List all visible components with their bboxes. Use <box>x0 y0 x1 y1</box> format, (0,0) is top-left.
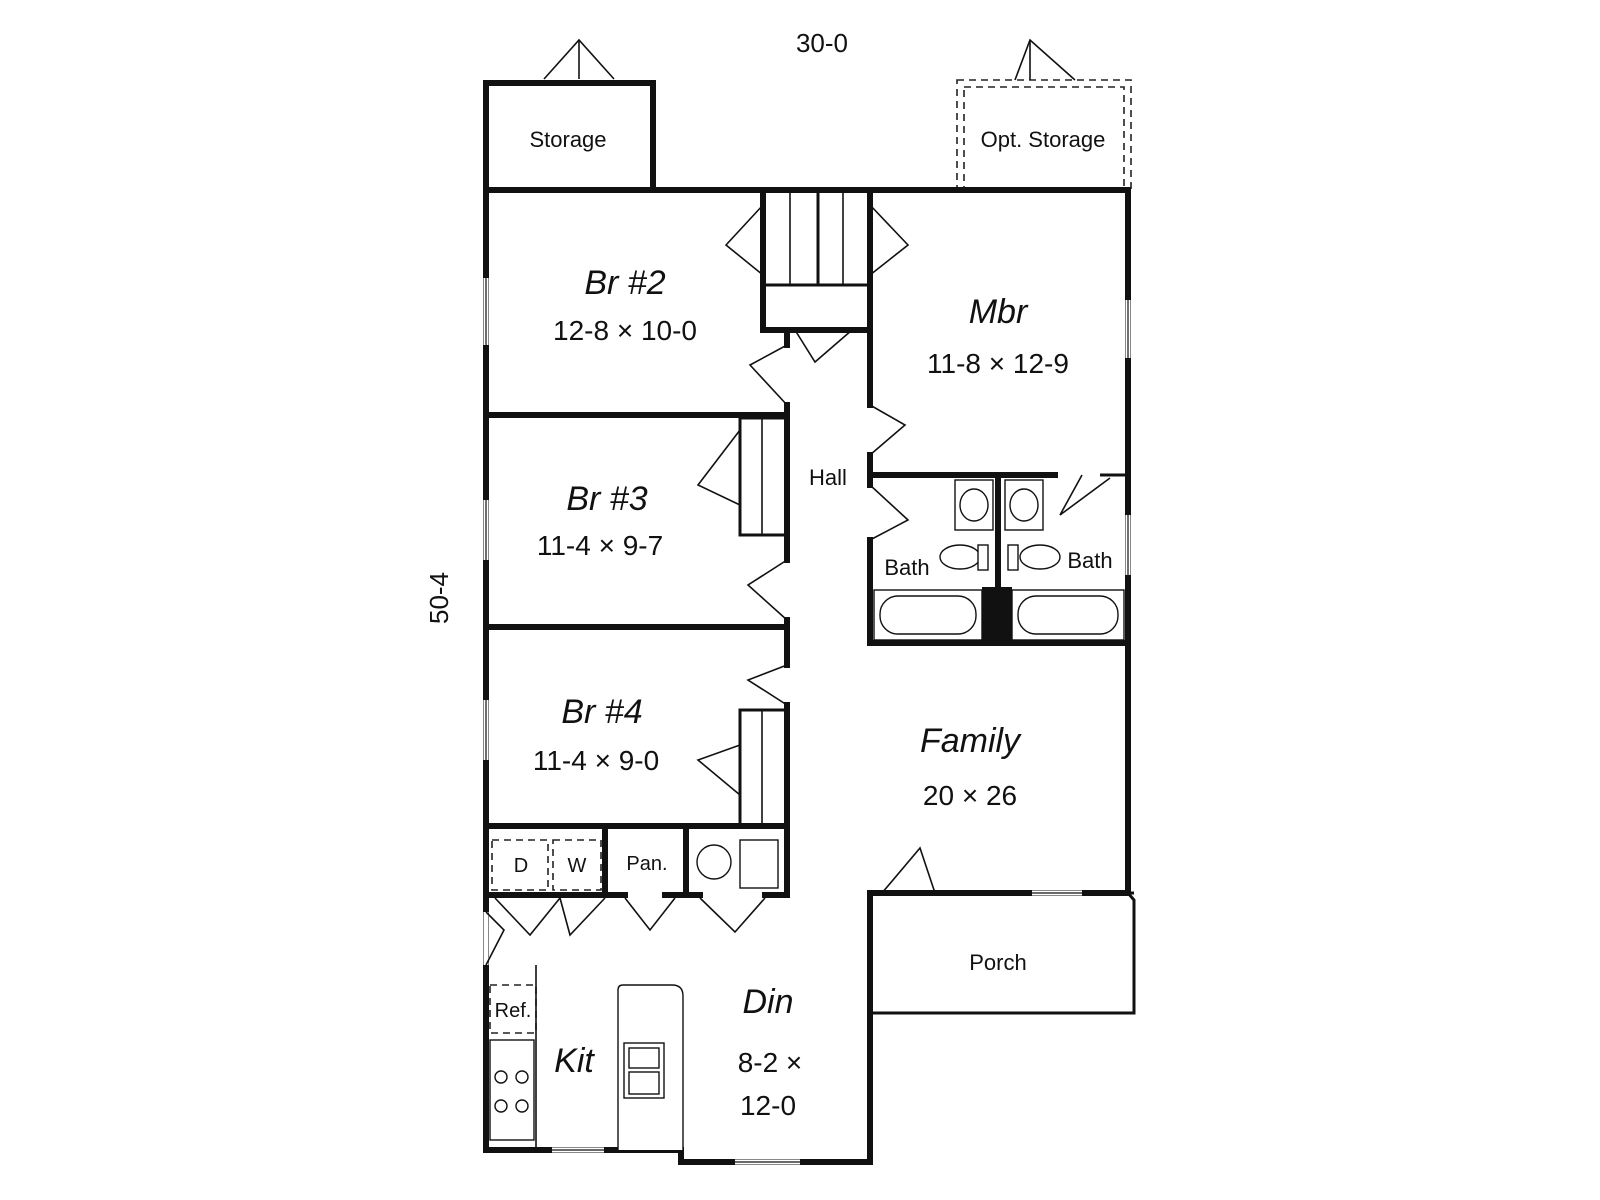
family-size: 20 × 26 <box>923 780 1017 811</box>
bath-left-label: Bath <box>884 555 929 580</box>
mbr-name: Mbr <box>969 293 1029 331</box>
interior-walls <box>483 187 1131 898</box>
kitchen-fixtures <box>489 839 779 1150</box>
mbr-size: 11-8 × 12-9 <box>927 348 1069 379</box>
storage-room <box>483 38 656 193</box>
refrigerator-label: Ref. <box>495 1000 532 1022</box>
opt-storage-label: Opt. Storage <box>981 127 1106 152</box>
door-swings <box>494 204 1111 937</box>
dining-name: Din <box>742 983 793 1021</box>
br3-size: 11-4 × 9-7 <box>537 530 663 561</box>
overall-width-label: 30-0 <box>796 28 848 58</box>
porch <box>870 891 1136 1015</box>
kitchen-name: Kit <box>554 1042 595 1080</box>
washer-label: W <box>568 855 587 877</box>
bath-right-label: Bath <box>1067 548 1112 573</box>
storage-label: Storage <box>529 127 606 152</box>
porch-label: Porch <box>969 950 1026 975</box>
bath-fixtures <box>873 479 1125 643</box>
dryer-label: D <box>514 855 528 877</box>
family-name: Family <box>920 722 1022 760</box>
dining-size-line2: 12-0 <box>740 1090 796 1121</box>
br4-name: Br #4 <box>561 693 642 731</box>
br3-name: Br #3 <box>566 480 647 518</box>
dining-size-line1: 8-2 × <box>738 1047 803 1078</box>
br2-name: Br #2 <box>584 264 665 302</box>
hall-label: Hall <box>809 465 847 490</box>
overall-depth-label: 50-4 <box>424 572 454 624</box>
exterior-walls <box>483 187 1131 1165</box>
optional-storage <box>956 38 1132 191</box>
br4-size: 11-4 × 9-0 <box>533 745 659 776</box>
br2-size: 12-8 × 10-0 <box>553 315 697 346</box>
pantry-label: Pan. <box>626 853 667 875</box>
